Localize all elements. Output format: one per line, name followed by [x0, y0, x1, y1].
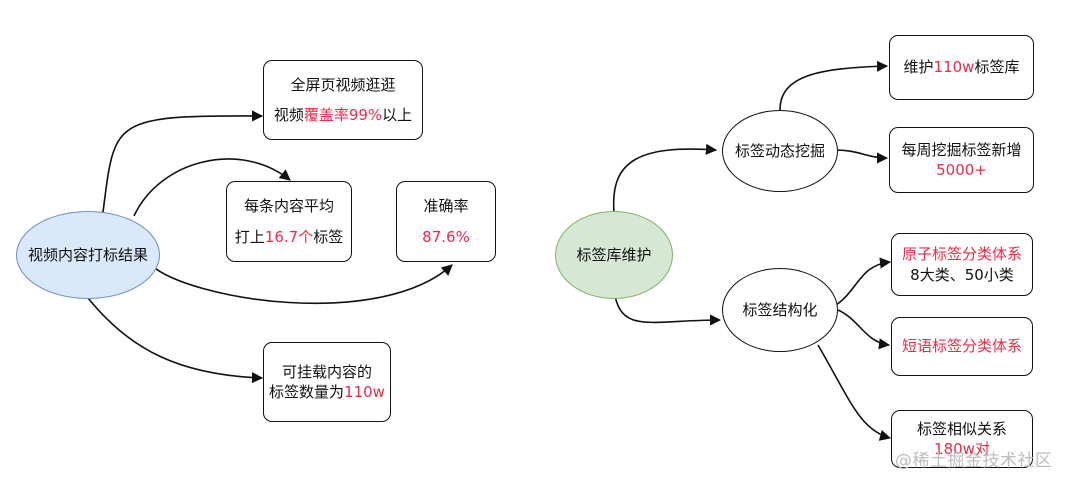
connector-structure-to-similar [817, 344, 892, 441]
node-text: 标签数量为110w [269, 382, 385, 402]
node-text: 标签结构化 [742, 300, 818, 319]
node-phrase-taxonomy[interactable]: 短语标签分类体系 [891, 317, 1033, 376]
highlight-text: 短语标签分类体系 [901, 337, 1022, 356]
root-node-label: 标签库维护 [576, 245, 652, 264]
text-segment: 标签数量为 [269, 383, 345, 401]
highlight-text: 110w [933, 58, 975, 77]
root-node-label: 视频内容打标结果 [27, 245, 148, 264]
node-text: 打上16.7个标签 [235, 227, 343, 247]
root-node-video-tagging[interactable]: 视频内容打标结果 [16, 211, 160, 299]
node-text: 视频覆盖率99%以上 [274, 105, 412, 125]
connector-root-to-accuracy [150, 264, 453, 305]
node-accuracy[interactable]: 准确率 87.6% [396, 181, 496, 262]
node-avg-tags[interactable]: 每条内容平均 打上16.7个标签 [226, 181, 352, 262]
highlight-text: 180w对 [934, 440, 990, 458]
node-atomic-taxonomy[interactable]: 原子标签分类体系 8大类、50小类 [891, 233, 1033, 296]
connector-structure-to-phrase [837, 309, 891, 350]
text-segment: 标签 [313, 227, 344, 246]
node-text: 可挂载内容的 [281, 362, 372, 381]
node-mountable-count[interactable]: 可挂载内容的 标签数量为110w [263, 342, 391, 422]
watermark-text: @稀土掘金技术社区 [895, 451, 1053, 471]
node-text: 准确率 [423, 197, 469, 216]
text-segment: 打上 [234, 227, 265, 246]
highlight-text: 5000+ [936, 161, 987, 179]
node-text: 每条内容平均 [243, 197, 334, 216]
node-maintain-library[interactable]: 维护110w标签库 [889, 35, 1034, 100]
text-segment: 维护 [903, 58, 934, 77]
node-text: 8大类、50小类 [910, 265, 1014, 284]
node-weekly-mining[interactable]: 每周挖掘标签新增 5000+ [889, 127, 1034, 193]
highlight-text: 87.6% [422, 227, 470, 246]
node-structuring[interactable]: 标签结构化 [722, 268, 838, 352]
node-dynamic-mining[interactable]: 标签动态挖掘 [722, 110, 838, 192]
connector-structure-to-atomic [835, 257, 892, 306]
node-text: 维护110w标签库 [904, 57, 1020, 77]
node-text: 每周挖掘标签新增 [901, 140, 1022, 159]
node-similar-relations[interactable]: 标签相似关系 180w对 [891, 410, 1033, 468]
text-segment: 以上 [382, 106, 413, 124]
highlight-text: 覆盖率99% [303, 106, 383, 124]
node-fullscreen-coverage[interactable]: 全屏页视频逛逛 视频覆盖率99%以上 [263, 60, 423, 140]
text-segment: 标签库 [974, 58, 1020, 77]
highlight-text: 原子标签分类体系 [901, 245, 1022, 264]
connector-root-to-mountable [87, 297, 264, 384]
highlight-text: 110w [344, 383, 385, 401]
root-node-tag-library[interactable]: 标签库维护 [555, 211, 673, 299]
connector-mining-to-maintain [779, 60, 889, 111]
connector-mining-to-weekly [835, 149, 889, 164]
text-segment: 视频 [273, 106, 304, 124]
node-text: 全屏页视频逛逛 [290, 75, 396, 94]
highlight-text: 16.7个 [264, 227, 314, 246]
node-text: 标签动态挖掘 [734, 141, 825, 160]
connector-root-to-mining [612, 143, 718, 213]
node-text: 标签相似关系 [916, 419, 1007, 438]
